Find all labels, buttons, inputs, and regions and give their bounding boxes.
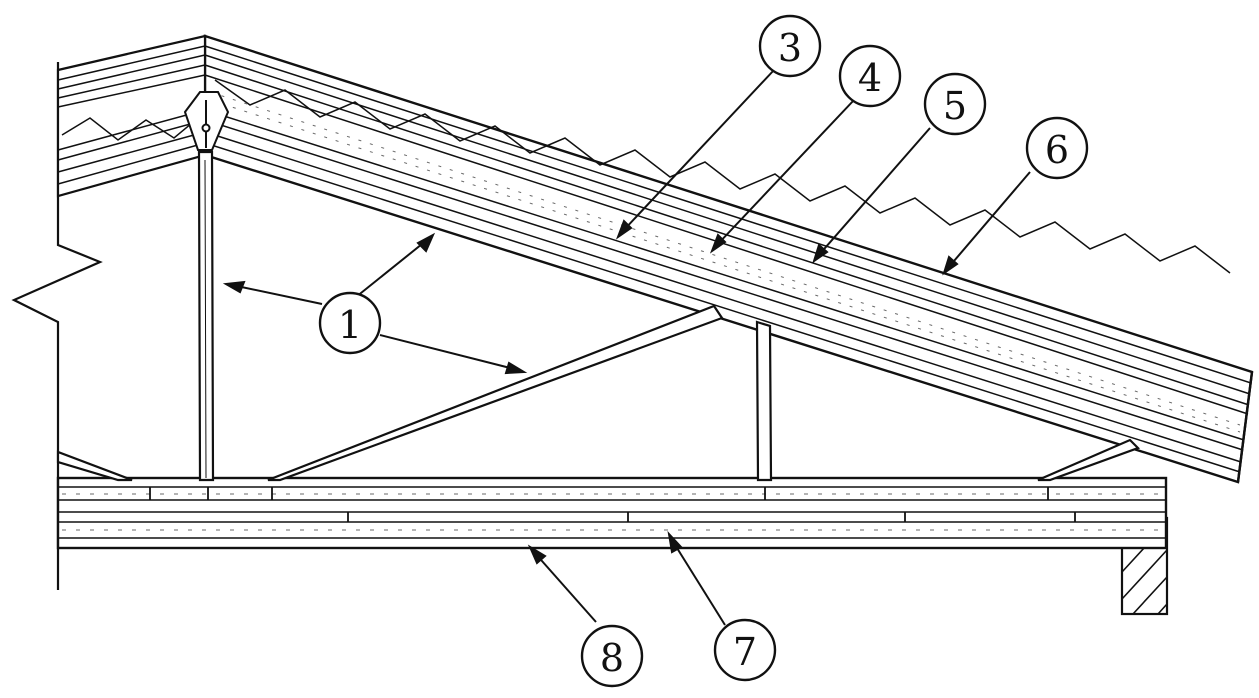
bottom-chord [56, 476, 1168, 550]
leader-arrows [222, 69, 1031, 626]
callout-5: 5 [923, 72, 987, 136]
truss-web-members [56, 150, 1140, 482]
roof-slab [203, 34, 1254, 484]
callout-8: 8 [580, 624, 644, 688]
left-wall [11, 62, 103, 590]
callout-4: 4 [838, 44, 902, 108]
callout-7: 7 [713, 618, 777, 682]
ridge-connector [183, 91, 230, 151]
callout-3-label: 3 [778, 26, 802, 70]
roof-slab-left [56, 34, 207, 198]
callout-3: 3 [758, 14, 822, 78]
callout-6-label: 6 [1045, 128, 1069, 172]
callout-1-label: 1 [338, 303, 362, 347]
callout-4-label: 4 [858, 56, 882, 100]
callout-5-label: 5 [943, 84, 967, 128]
callout-6: 6 [1025, 116, 1089, 180]
callout-7-label: 7 [733, 630, 757, 674]
callout-8-label: 8 [600, 636, 624, 680]
callout-1: 1 [318, 291, 382, 355]
